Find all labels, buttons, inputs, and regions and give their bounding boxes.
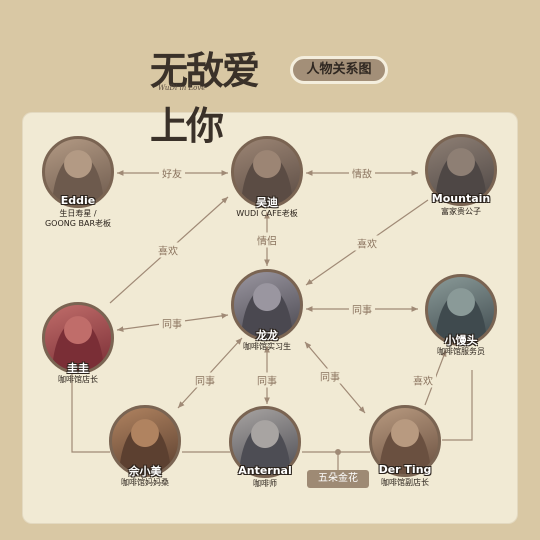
name-longlong: 龙龙 — [256, 329, 278, 342]
relation-label-derting-xiaomantou: 喜欢 — [410, 372, 436, 388]
group-label: 五朵金花 — [307, 470, 369, 488]
avatar-yuxiaomei — [109, 405, 181, 477]
avatar-xiaomantou — [425, 274, 497, 346]
logo-title: 无敌爱上你 — [150, 48, 260, 148]
logo-subtitle: WuDi in Love — [158, 84, 206, 92]
name-wudi: 吴迪 — [256, 196, 278, 209]
relation-label-guigui-longlong: 同事 — [159, 315, 185, 331]
relation-label-eddie-wudi: 好友 — [159, 165, 185, 181]
avatar-wudi — [231, 136, 303, 208]
avatar-longlong — [231, 269, 303, 341]
role-mountain: 富家贵公子 — [441, 207, 481, 216]
avatar-mountain — [425, 134, 497, 206]
logo: 无敌爱上你 WuDi in Love — [150, 40, 290, 148]
relation-label-anternal-longlong: 同事 — [254, 372, 280, 388]
role-wudi: WUDI CAFE老板 — [236, 209, 298, 218]
relation-label-yuxiaomei-longlong: 同事 — [192, 372, 218, 388]
relation-label-wudi-longlong: 情侣 — [254, 232, 280, 248]
name-yuxiaomei: 佘小美 — [128, 465, 162, 478]
name-xiaomantou: 小馒头 — [444, 334, 478, 347]
relation-label-derting-longlong: 同事 — [317, 368, 343, 384]
chart-title-badge: 人物关系图 — [290, 56, 388, 84]
role-derting: 咖啡馆副店长 — [381, 478, 429, 487]
role-guigui: 咖啡馆店长 — [58, 375, 98, 384]
name-eddie: Eddie — [60, 194, 96, 207]
avatar-eddie — [42, 136, 114, 208]
group-junction-dot — [335, 449, 341, 455]
name-derting: Der Ting — [378, 463, 432, 476]
role-xiaomantou: 咖啡馆服务员 — [437, 347, 485, 356]
relation-label-mountain-longlong: 喜欢 — [354, 235, 380, 251]
avatar-derting — [369, 405, 441, 477]
name-anternal: Anternal — [238, 464, 292, 477]
name-guigui: 圭圭 — [67, 362, 89, 375]
role-longlong: 咖啡馆实习生 — [243, 342, 291, 351]
name-mountain: Mountain — [431, 192, 491, 205]
relation-label-wudi-mountain: 情敌 — [349, 165, 375, 181]
avatar-guigui — [42, 302, 114, 374]
relation-label-longlong-xiaomantou: 同事 — [349, 301, 375, 317]
avatar-anternal — [229, 406, 301, 478]
role-yuxiaomei: 咖啡馆妈妈桑 — [121, 478, 169, 487]
role-eddie: 生日寿星 / GOONG BAR老板 — [44, 209, 112, 228]
role-anternal: 咖啡师 — [253, 479, 277, 488]
relation-label-guigui-wudi: 喜欢 — [155, 242, 181, 258]
